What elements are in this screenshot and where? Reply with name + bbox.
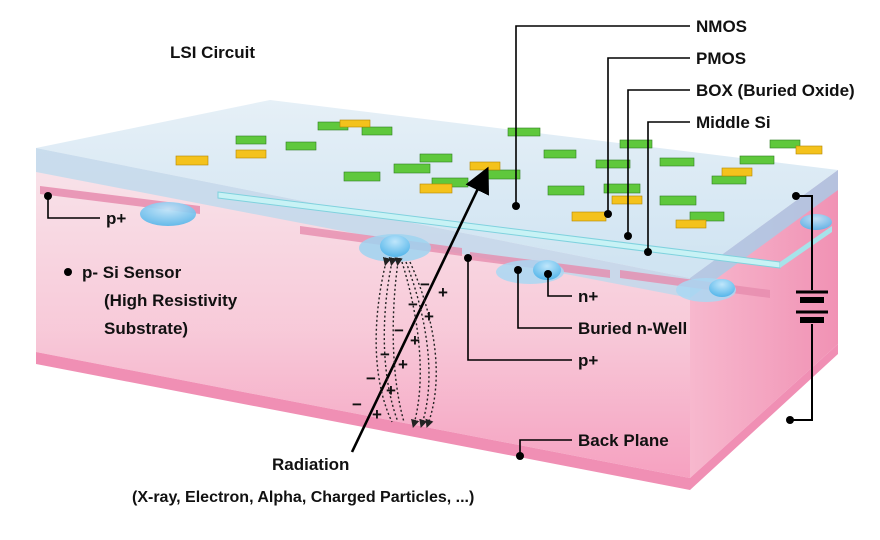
- hole-sign-6: +: [372, 405, 382, 424]
- battery-icon: [790, 195, 828, 421]
- label-radiation: Radiation: [272, 455, 349, 474]
- label-buried-nwell: Buried n-Well: [578, 319, 687, 338]
- electron-sign-5: −: [366, 369, 376, 388]
- hole-sign-3: +: [410, 331, 420, 350]
- label-p-plus-center: p+: [578, 351, 598, 370]
- electron-sign-3: −: [394, 321, 404, 340]
- label-middle-si: Middle Si: [696, 113, 771, 132]
- hole-sign-4: +: [398, 355, 408, 374]
- label-p-plus-left: p+: [106, 209, 126, 228]
- label-substrate: Substrate): [104, 319, 188, 338]
- label-box: BOX (Buried Oxide): [696, 81, 855, 100]
- carrier-signs: − + − + − + − + − + − +: [352, 275, 448, 424]
- transistor-array: [175, 119, 823, 229]
- label-back-plane: Back Plane: [578, 431, 669, 450]
- label-high-resistivity: (High Resistivity: [104, 291, 238, 310]
- hole-sign-2: +: [424, 307, 434, 326]
- leader-dots: [44, 192, 800, 460]
- electron-sign-4: −: [380, 345, 390, 364]
- label-pmos: PMOS: [696, 49, 746, 68]
- electron-sign-1: −: [420, 275, 430, 294]
- carrier-paths: [375, 256, 437, 429]
- electron-sign-2: −: [408, 295, 418, 314]
- leader-lines: [47, 25, 690, 456]
- label-radiation-types: (X-ray, Electron, Alpha, Charged Particl…: [132, 489, 474, 506]
- implants: [40, 186, 832, 302]
- radiation-arrow: [350, 166, 489, 453]
- substrate-block: [36, 148, 838, 490]
- labels: LSI Circuit NMOS PMOS BOX (Buried Oxide)…: [82, 17, 855, 506]
- hole-sign-1: +: [438, 283, 448, 302]
- label-n-plus: n+: [578, 287, 598, 306]
- hole-sign-5: +: [386, 381, 396, 400]
- label-nmos: NMOS: [696, 17, 747, 36]
- electron-sign-6: −: [352, 395, 362, 414]
- title-lsi-circuit: LSI Circuit: [170, 43, 255, 62]
- label-p-minus-sensor: p- Si Sensor: [82, 263, 182, 282]
